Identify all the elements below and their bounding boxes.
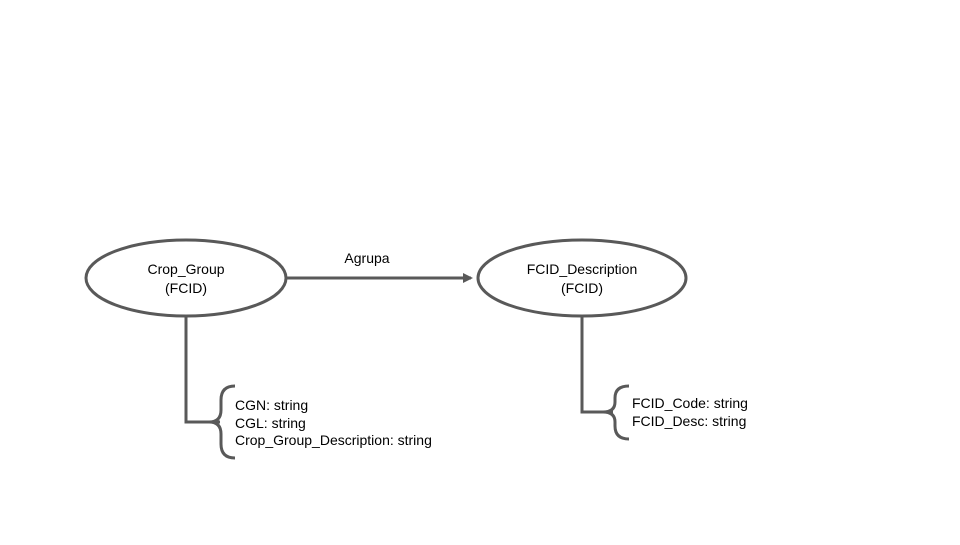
entity-fcid-description[interactable]: FCID_Description (FCID)	[476, 238, 688, 318]
relationship-label: Agrupa	[344, 250, 389, 266]
crop-group-attribute-item: Crop_Group_Description: string	[235, 432, 432, 448]
entity-crop-group-schema: (FCID)	[165, 280, 207, 296]
fcid-description-attribute-item: FCID_Desc: string	[632, 413, 746, 429]
crop-group-attribute-connector	[184, 316, 220, 424]
crop-group-attribute-item: CGL: string	[235, 415, 306, 431]
entity-fcid-description-ellipse[interactable]	[476, 238, 688, 318]
crop-group-attributes: CGN: string CGL: string Crop_Group_Descr…	[208, 384, 432, 460]
fcid-description-attribute-brace	[602, 384, 630, 441]
fcid-description-attribute-connector	[580, 316, 613, 414]
entity-crop-group[interactable]: Crop_Group (FCID)	[84, 238, 288, 318]
relationship-agrupa: Agrupa	[287, 250, 473, 283]
fcid-description-attribute-item: FCID_Code: string	[632, 395, 748, 411]
crop-group-attribute-item: CGN: string	[235, 397, 308, 413]
entity-crop-group-ellipse[interactable]	[84, 238, 288, 318]
entity-fcid-description-name: FCID_Description	[527, 261, 637, 277]
fcid-description-attributes: FCID_Code: string FCID_Desc: string	[602, 384, 748, 441]
crop-group-attribute-brace	[208, 384, 236, 460]
entity-crop-group-name: Crop_Group	[147, 261, 224, 277]
entity-fcid-description-schema: (FCID)	[561, 280, 603, 296]
